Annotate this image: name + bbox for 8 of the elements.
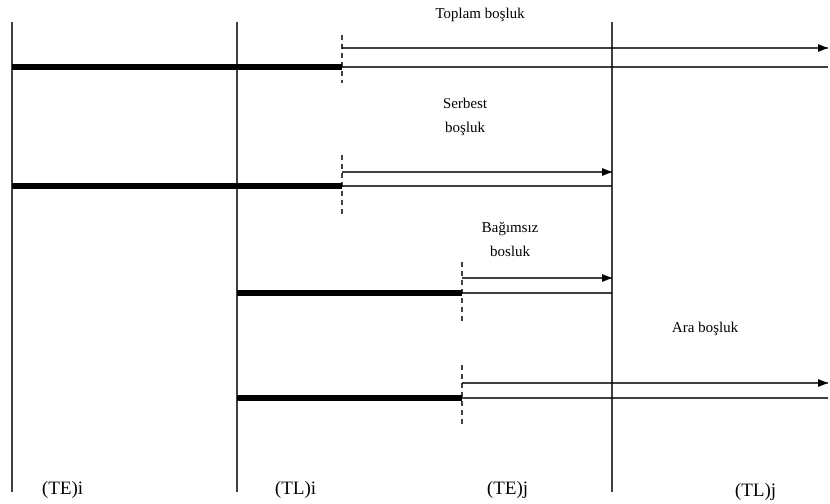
time-label: (TL)j bbox=[734, 480, 778, 502]
time-label: (TE)j bbox=[486, 478, 530, 500]
time-label: (TE)i bbox=[40, 478, 84, 500]
float-label: Bağımsız bosluk bbox=[480, 219, 540, 262]
time-label: (TL)i bbox=[274, 478, 318, 500]
float-label: Serbest boşluk bbox=[442, 95, 488, 138]
float-label: Toplam boşluk bbox=[434, 5, 526, 24]
float-label: Ara boşluk bbox=[670, 319, 740, 338]
